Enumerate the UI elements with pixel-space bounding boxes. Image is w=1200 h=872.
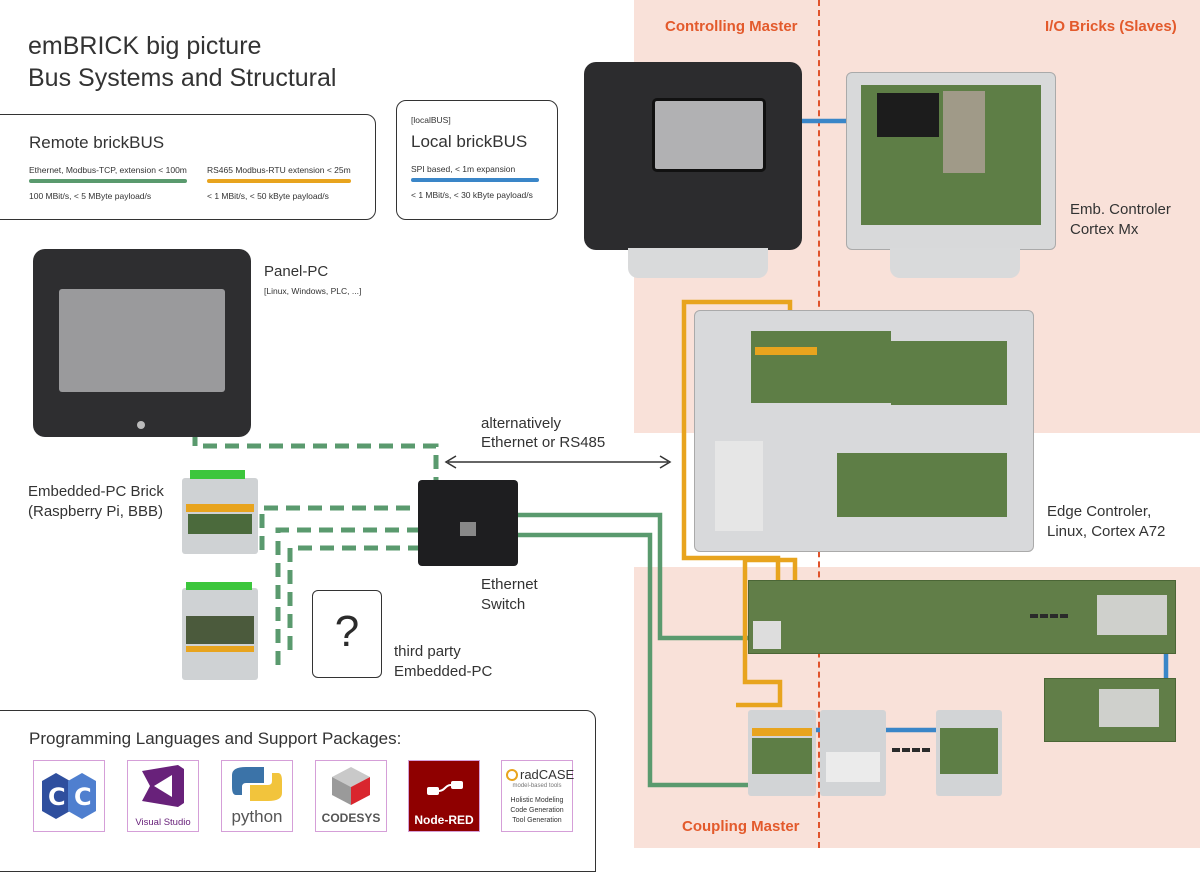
third-party-label-2: Embedded-PC bbox=[394, 663, 493, 680]
third-party-label-1: third party bbox=[394, 643, 461, 660]
ethernet-speed: 100 MBit/s, < 5 MByte payload/s bbox=[29, 191, 152, 201]
panel-pc-screen bbox=[59, 289, 225, 392]
switch-label-2: Switch bbox=[481, 596, 526, 613]
io-brick-2 bbox=[936, 710, 1002, 796]
coupling-master-label: Coupling Master bbox=[682, 818, 800, 835]
panel-pc-device bbox=[33, 249, 251, 437]
codesys-logo: CODESYS bbox=[315, 760, 387, 832]
radcase-logo: radCASE model-based tools Holistic Model… bbox=[501, 760, 574, 832]
emb-controller-device bbox=[846, 72, 1056, 250]
page-subtitle: Bus Systems and Structural bbox=[28, 64, 337, 92]
panel-pc-label: Panel-PC bbox=[264, 263, 329, 280]
codesys-cube-icon bbox=[332, 767, 370, 805]
python-logo: python bbox=[221, 760, 293, 832]
third-party-device: ? bbox=[312, 590, 382, 678]
edge-controller-device bbox=[694, 310, 1034, 552]
local-bus-title: Local brickBUS bbox=[411, 132, 528, 151]
controlling-master-device bbox=[584, 62, 802, 250]
edge-controller-label-2: Linux, Cortex A72 bbox=[1047, 523, 1166, 540]
visual-studio-logo: Visual Studio bbox=[127, 760, 199, 832]
local-bus-speed: < 1 MBit/s, < 30 kByte payload/s bbox=[411, 190, 533, 200]
panel-pc-button bbox=[137, 421, 145, 429]
remote-bus-title: Remote brickBUS bbox=[29, 133, 165, 152]
languages-heading: Programming Languages and Support Packag… bbox=[29, 729, 402, 748]
coupling-rail-1 bbox=[748, 580, 1176, 654]
svg-text:C: C bbox=[74, 783, 92, 811]
ellipsis-dashes-2 bbox=[892, 748, 930, 752]
question-mark: ? bbox=[334, 607, 360, 656]
local-bus-card: [localBUS] Local brickBUS SPI based, < 1… bbox=[396, 100, 558, 220]
alternatively-label-1: alternatively bbox=[481, 415, 562, 432]
visual-studio-icon bbox=[142, 765, 184, 807]
node-red-icon bbox=[427, 781, 463, 795]
node-red-logo: Node-RED bbox=[408, 760, 480, 832]
embedded-pc-label-1: Embedded-PC Brick bbox=[28, 483, 164, 500]
edge-controller-label-1: Edge Controler, bbox=[1047, 503, 1152, 520]
switch-label-1: Ethernet bbox=[481, 576, 538, 593]
controlling-master-label: Controlling Master bbox=[665, 18, 798, 35]
io-brick-1 bbox=[820, 710, 886, 796]
local-bus-spec: SPI based, < 1m expansion bbox=[411, 164, 516, 174]
coupling-master-2-device bbox=[748, 710, 816, 796]
c-cpp-logo: C C bbox=[33, 760, 105, 832]
rs485-bar bbox=[207, 179, 351, 183]
ethernet-spec: Ethernet, Modbus-TCP, extension < 100m bbox=[29, 165, 187, 175]
controlling-master-screen bbox=[652, 98, 766, 172]
embedded-pc-brick-2-device bbox=[182, 582, 258, 680]
ethernet-bar bbox=[29, 179, 187, 183]
io-rail-2 bbox=[1044, 678, 1176, 742]
local-bus-bar bbox=[411, 178, 539, 182]
alternatively-label-2: Ethernet or RS485 bbox=[481, 434, 606, 451]
svg-text:C: C bbox=[48, 783, 66, 811]
emb-controller-label-2: Cortex Mx bbox=[1070, 221, 1139, 238]
local-bus-tag: [localBUS] bbox=[411, 115, 451, 125]
embedded-pc-brick-device bbox=[182, 470, 258, 554]
ethernet-switch-device bbox=[418, 480, 518, 566]
rs485-speed: < 1 MBit/s, < 50 kByte payload/s bbox=[207, 191, 329, 201]
radcase-icon bbox=[506, 769, 518, 781]
c-icon: C C bbox=[42, 773, 96, 819]
remote-bus-card: Remote brickBUS Ethernet, Modbus-TCP, ex… bbox=[0, 114, 376, 220]
emb-controller-label-1: Emb. Controler bbox=[1070, 201, 1171, 218]
page-title: emBRICK big picture bbox=[28, 32, 262, 60]
io-bricks-label: I/O Bricks (Slaves) bbox=[1045, 18, 1177, 35]
ellipsis-dashes-1 bbox=[1030, 614, 1068, 618]
embedded-pc-label-2: (Raspberry Pi, BBB) bbox=[28, 503, 164, 520]
rs485-spec: RS465 Modbus-RTU extension < 25m bbox=[207, 165, 351, 175]
python-icon bbox=[232, 767, 282, 801]
panel-pc-note: [Linux, Windows, PLC, ...] bbox=[264, 286, 362, 296]
